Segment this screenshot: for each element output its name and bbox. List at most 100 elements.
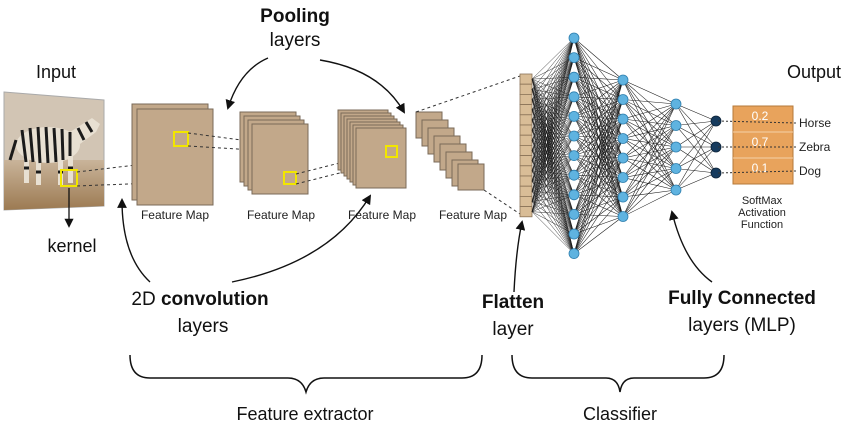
connection-line: [531, 135, 575, 202]
conv-sublabel: layers: [178, 316, 229, 337]
flatten-cell: [519, 104, 533, 116]
conv-label: 2D convolution: [131, 289, 268, 310]
connection-line: [531, 211, 575, 254]
softmax-caption-2: Activation: [738, 207, 786, 219]
hidden-node: [617, 211, 629, 222]
hidden-node: [617, 172, 629, 183]
connection-line: [622, 79, 677, 126]
connection-line: [573, 57, 624, 81]
connection-line: [622, 79, 677, 191]
classifier-brace: [511, 354, 725, 393]
flatten-cell: [519, 165, 533, 177]
connection-line: [531, 37, 575, 192]
hidden-node: [568, 52, 580, 63]
hidden-node: [568, 150, 580, 162]
connection-line: [531, 150, 575, 235]
connection-line: [531, 116, 575, 121]
connection-line: [531, 116, 575, 202]
connection-line: [573, 37, 624, 81]
connection-line: [531, 99, 575, 137]
connection-line: [675, 120, 717, 148]
hidden-node: [568, 91, 580, 103]
kernel-box: [385, 145, 398, 158]
connection-line: [531, 37, 575, 80]
connection-line: [531, 89, 575, 156]
feature-map-label-1: Feature Map: [141, 208, 209, 222]
connection-line: [531, 78, 575, 137]
feature-map-label-2: Feature Map: [247, 208, 315, 222]
connection-line: [531, 175, 575, 212]
connection-line: [531, 37, 575, 100]
feature-map-stack-2: [239, 111, 309, 195]
flatten-cell: [519, 144, 533, 156]
connection-line: [531, 77, 575, 212]
connection-line: [573, 79, 624, 137]
connection-line: [622, 79, 677, 105]
connection-line: [531, 37, 575, 110]
connection-line: [531, 119, 575, 137]
connection-line: [622, 138, 677, 191]
conv-label-bold: convolution: [161, 289, 269, 310]
connection-line: [622, 177, 677, 191]
connection-line: [531, 99, 575, 156]
connection-line: [531, 150, 575, 156]
feature-map-stack-1: [131, 103, 214, 206]
connection-line: [531, 116, 575, 131]
connection-line: [573, 79, 624, 156]
softmax-prob-zebra: 0.7: [752, 135, 769, 149]
flatten-arrow: [513, 220, 526, 293]
connection-line: [675, 146, 717, 169]
connection-line: [531, 89, 575, 117]
connection-line: [622, 146, 677, 198]
connection-line: [531, 78, 575, 156]
connection-line: [622, 103, 677, 178]
connection-line: [531, 37, 575, 171]
connection-line: [531, 129, 575, 215]
hidden-node: [617, 94, 629, 105]
input-label: Input: [36, 62, 76, 82]
hidden-node: [568, 248, 580, 260]
hidden-node: [670, 98, 682, 110]
hidden-node: [670, 163, 682, 174]
connection-line: [622, 189, 677, 198]
flatten-cell: [519, 175, 533, 187]
connection-line: [573, 79, 624, 235]
connection-line: [531, 109, 575, 176]
fc-label: Fully Connected: [668, 288, 816, 309]
hidden-node: [568, 228, 580, 240]
output-class-dog: Dog: [799, 164, 821, 178]
connection-line: [573, 157, 624, 254]
connection-line: [675, 120, 717, 191]
connection-line: [622, 118, 677, 169]
connection-line: [622, 99, 677, 148]
output-class-zebra: Zebra: [799, 140, 831, 154]
connection-line: [531, 37, 575, 212]
conv-label-prefix: 2D: [131, 289, 161, 310]
connection-line: [531, 57, 575, 212]
connection-line: [531, 96, 575, 202]
connection-line: [531, 99, 575, 176]
pooling-label: Pooling: [260, 6, 330, 27]
connection-line: [573, 196, 624, 254]
connection-line: [573, 79, 624, 117]
connection-line: [573, 76, 624, 81]
softmax-prob-dog: 0.1: [752, 161, 769, 175]
flatten-cell: [519, 155, 533, 167]
feature-map-stack-4: [415, 111, 485, 191]
connection-line: [531, 160, 575, 254]
mlp-nodes: [568, 32, 722, 260]
connection-line: [531, 191, 575, 215]
connection-line: [531, 175, 575, 202]
connection-line: [622, 79, 677, 169]
connection-line: [573, 138, 624, 254]
kernel-box: [283, 171, 297, 185]
connection-line: [531, 129, 575, 137]
connection-line: [531, 109, 575, 195]
flatten-cell: [519, 83, 533, 95]
connection-line: [622, 118, 677, 191]
connection-line: [573, 79, 624, 254]
connection-line: [622, 157, 677, 191]
connection-line: [531, 109, 575, 117]
hidden-node: [670, 184, 682, 196]
